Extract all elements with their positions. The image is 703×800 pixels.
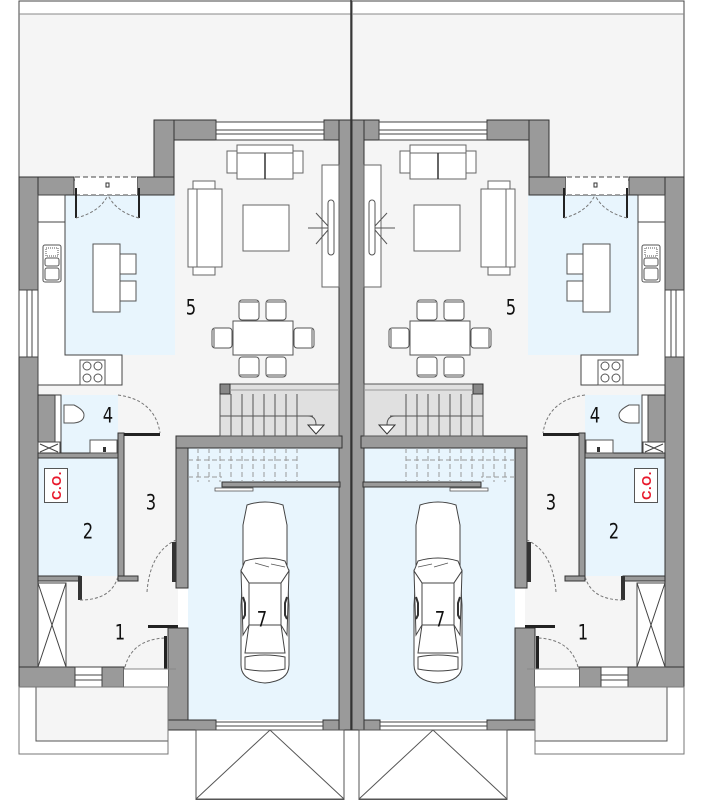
room-label-5-right: 5 bbox=[505, 295, 517, 320]
room-label-1-right: 1 bbox=[577, 620, 589, 645]
room-label-5-left: 5 bbox=[185, 295, 197, 320]
co-boiler-sign-right: C.O. bbox=[634, 468, 658, 503]
unit-right bbox=[352, 1, 684, 800]
unit-left bbox=[19, 1, 351, 800]
room-label-2-right: 2 bbox=[608, 519, 620, 544]
room-label-4-right: 4 bbox=[589, 403, 601, 428]
room-label-7-right: 7 bbox=[434, 607, 446, 632]
room-label-3-right: 3 bbox=[545, 490, 557, 515]
co-label: C.O. bbox=[48, 471, 64, 500]
room-label-7-left: 7 bbox=[256, 607, 268, 632]
co-boiler-sign-left: C.O. bbox=[44, 468, 68, 503]
room-label-2-left: 2 bbox=[82, 519, 94, 544]
room-label-1-left: 1 bbox=[114, 620, 126, 645]
room-label-3-left: 3 bbox=[145, 490, 157, 515]
co-label: C.O. bbox=[638, 471, 654, 500]
room-label-4-left: 4 bbox=[102, 403, 114, 428]
